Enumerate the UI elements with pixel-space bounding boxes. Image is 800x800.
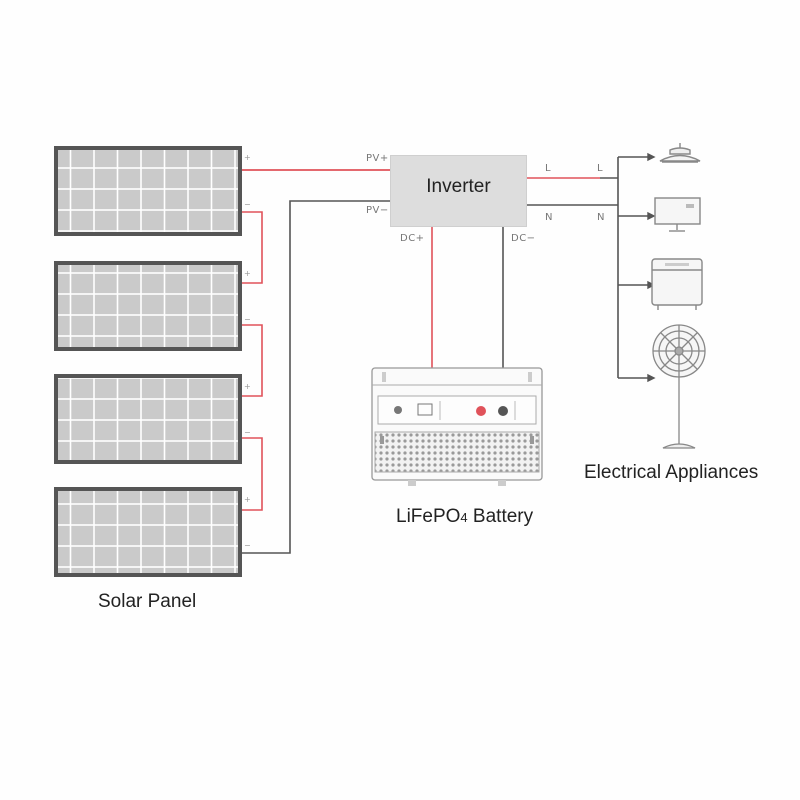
l-out-label: L bbox=[545, 163, 552, 174]
panel-2-minus: − bbox=[244, 315, 251, 324]
panel-4-minus: − bbox=[244, 541, 251, 550]
appliances-caption: Electrical Appliances bbox=[584, 462, 759, 483]
n-in-label: N bbox=[597, 212, 605, 223]
n-out-label: N bbox=[545, 212, 553, 223]
panel-2-plus: + bbox=[244, 269, 251, 278]
panel-1-plus: + bbox=[244, 153, 251, 162]
pv-plus-label: PV+ bbox=[366, 153, 389, 164]
solar-panel-4 bbox=[54, 487, 242, 577]
battery-caption: LiFePO4 Battery bbox=[396, 506, 533, 528]
battery-caption-tail: Battery bbox=[467, 506, 534, 527]
series-wiring bbox=[242, 211, 263, 511]
panel-3-minus: − bbox=[244, 428, 251, 437]
battery-caption-subscript: 4 bbox=[460, 510, 468, 525]
solar-panel-2 bbox=[54, 261, 242, 351]
solar-panel-3 bbox=[54, 374, 242, 464]
dc-minus-label: DC− bbox=[511, 233, 536, 244]
pv-negative-wire bbox=[242, 200, 390, 554]
branch-arrows bbox=[618, 152, 656, 383]
monitor-icon bbox=[654, 197, 701, 232]
freezer-icon bbox=[651, 258, 703, 310]
panel-4-plus: + bbox=[244, 495, 251, 504]
pv-minus-label: PV− bbox=[366, 205, 389, 216]
inverter-box: Inverter bbox=[390, 155, 527, 227]
ceiling-lamp-icon bbox=[659, 143, 701, 163]
panel-1-minus: − bbox=[244, 200, 251, 209]
inverter-label: Inverter bbox=[426, 176, 491, 197]
panel-3-plus: + bbox=[244, 382, 251, 391]
solar-panel-caption: Solar Panel bbox=[98, 591, 197, 612]
battery-caption-main: LiFePO bbox=[396, 506, 461, 527]
battery-icon bbox=[371, 367, 543, 486]
l-in-label: L bbox=[597, 163, 604, 174]
standing-fan-icon bbox=[652, 324, 706, 449]
solar-panel-1 bbox=[54, 146, 242, 236]
dc-plus-label: DC+ bbox=[400, 233, 425, 244]
